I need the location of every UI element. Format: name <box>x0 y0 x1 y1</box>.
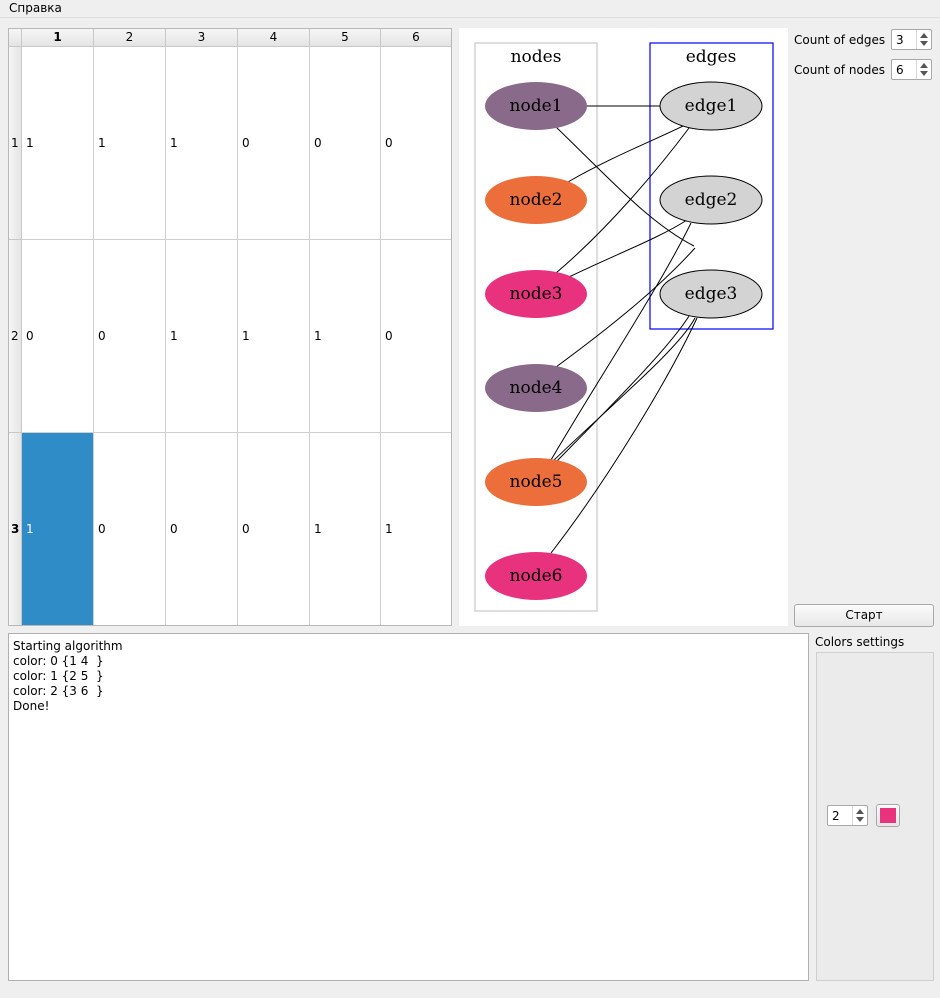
link-node1-edge3 <box>555 126 695 247</box>
link-node5-edge2 <box>550 222 692 461</box>
table-cell[interactable]: 0 <box>381 240 451 433</box>
table-cell[interactable]: 1 <box>166 240 238 433</box>
edge1-label: edge1 <box>685 96 738 116</box>
table-cell[interactable]: 0 <box>381 47 451 240</box>
nodes-cluster-label: nodes <box>511 47 562 67</box>
table-cell[interactable]: 1 <box>310 433 381 625</box>
table-cell[interactable]: 1 <box>94 47 166 240</box>
link-node2-edge1 <box>567 125 684 183</box>
incidence-table[interactable]: 1 2 3 4 5 6 1 1 1 1 0 0 0 2 0 0 1 1 1 0 … <box>8 28 452 626</box>
column-header-5[interactable]: 5 <box>310 29 381 47</box>
spin-down-icon[interactable] <box>856 817 864 822</box>
table-cell[interactable]: 1 <box>238 240 310 433</box>
link-node3-edge1 <box>555 127 690 274</box>
link-node5-edge3a <box>552 317 696 462</box>
edge3-ellipse <box>659 269 763 319</box>
link-node5-edge3b <box>555 315 690 463</box>
node6-ellipse <box>485 552 587 600</box>
hyperedge-links <box>550 105 698 554</box>
log-output[interactable]: Starting algorithm color: 0 {1 4 } color… <box>8 633 809 981</box>
node2-ellipse <box>485 176 587 224</box>
node5-label: node5 <box>510 472 563 492</box>
count-nodes-value: 6 <box>896 63 904 77</box>
table-cell[interactable]: 0 <box>166 433 238 625</box>
table-cell[interactable]: 0 <box>22 240 94 433</box>
table-cell[interactable]: 0 <box>94 240 166 433</box>
node3-label: node3 <box>510 284 563 304</box>
count-edges-value: 3 <box>896 33 904 47</box>
table-cell-selected[interactable]: 1 <box>22 433 94 625</box>
spin-up-icon[interactable] <box>920 63 928 68</box>
link-node3-edge2 <box>568 219 688 278</box>
column-header-6[interactable]: 6 <box>381 29 451 47</box>
edges-cluster <box>649 42 774 330</box>
spin-down-icon[interactable] <box>920 71 928 76</box>
graph-view: nodes edges node1 node2 node3 node4 node… <box>459 28 788 626</box>
node4-label: node4 <box>510 378 563 398</box>
count-nodes-label: Count of nodes <box>794 63 886 77</box>
column-header-4[interactable]: 4 <box>238 29 310 47</box>
table-corner-button[interactable] <box>9 29 22 47</box>
edge2-ellipse <box>659 175 763 225</box>
colors-settings-title: Colors settings <box>815 635 905 649</box>
edge3-label: edge3 <box>685 284 738 304</box>
spinbox-arrows[interactable] <box>916 30 931 49</box>
row-header-3[interactable]: 3 <box>9 433 22 625</box>
table-cell[interactable]: 0 <box>238 47 310 240</box>
table-cell[interactable]: 0 <box>94 433 166 625</box>
column-header-2[interactable]: 2 <box>94 29 166 47</box>
start-button[interactable]: Старт <box>794 604 934 627</box>
node4-ellipse <box>485 364 587 412</box>
table-cell[interactable]: 1 <box>310 240 381 433</box>
table-cell[interactable]: 0 <box>310 47 381 240</box>
edge1-ellipse <box>659 81 763 131</box>
row-header-1[interactable]: 1 <box>9 47 22 240</box>
table-cell[interactable]: 0 <box>238 433 310 625</box>
count-nodes-spinbox[interactable]: 6 <box>891 59 932 80</box>
color-index-value: 2 <box>832 809 840 823</box>
node1-ellipse <box>485 82 587 130</box>
count-edges-spinbox[interactable]: 3 <box>891 29 932 50</box>
edges-cluster-label: edges <box>686 47 737 67</box>
node1-label: node1 <box>510 96 563 116</box>
column-header-1[interactable]: 1 <box>22 29 94 47</box>
count-edges-label: Count of edges <box>794 33 886 47</box>
table-cell[interactable]: 1 <box>381 433 451 625</box>
edge2-label: edge2 <box>685 190 738 210</box>
row-header-2[interactable]: 2 <box>9 240 22 433</box>
node3-ellipse <box>485 270 587 318</box>
nodes-cluster <box>474 42 598 612</box>
column-header-3[interactable]: 3 <box>166 29 238 47</box>
node5-ellipse <box>485 458 587 506</box>
spinbox-arrows[interactable] <box>916 60 931 79</box>
spin-up-icon[interactable] <box>856 809 864 814</box>
spinbox-arrows[interactable] <box>852 806 867 825</box>
link-node4-edge3 <box>555 247 696 368</box>
color-picker-button[interactable] <box>876 804 900 827</box>
spin-up-icon[interactable] <box>920 33 928 38</box>
node6-label: node6 <box>510 566 563 586</box>
color-index-spinbox[interactable]: 2 <box>827 805 868 826</box>
link-node6-edge3 <box>550 317 698 554</box>
spin-down-icon[interactable] <box>920 41 928 46</box>
node2-label: node2 <box>510 190 563 210</box>
color-swatch <box>880 808 896 823</box>
menu-bar: Справка <box>0 0 940 18</box>
table-cell[interactable]: 1 <box>22 47 94 240</box>
table-cell[interactable]: 1 <box>166 47 238 240</box>
menu-help[interactable]: Справка <box>9 1 62 15</box>
